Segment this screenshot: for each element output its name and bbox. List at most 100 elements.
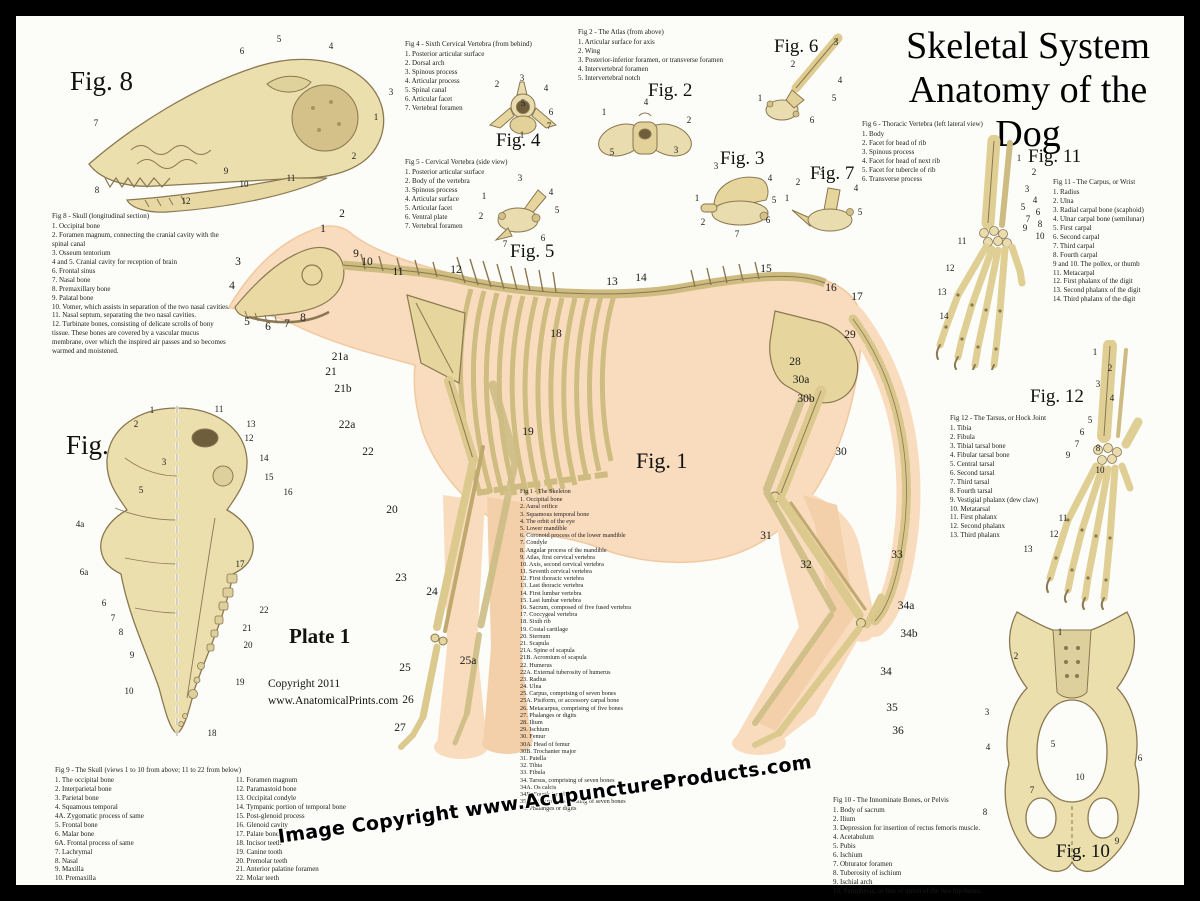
legend-item: 6. Malar bone <box>55 829 95 838</box>
fig5-label: Fig. 5 <box>510 241 555 262</box>
legend-item: 2. Ulna <box>1053 196 1074 205</box>
legend-item: 1. The occipital bone <box>55 775 114 784</box>
legend-item: 3. Spinous process <box>862 147 915 156</box>
legend-item: 4A. Zygomatic process of same <box>55 811 144 820</box>
fig10-pelvis-illustration <box>1004 611 1140 872</box>
copyright-year: Copyright 2011 <box>268 678 341 690</box>
legend-item: 1. Posterior articular surface <box>405 49 485 58</box>
legend-item: 10. Metatarsal <box>950 504 991 513</box>
legend-item: 32. Tibia <box>520 762 543 770</box>
legend-item: 20. Premolar teeth <box>236 856 288 865</box>
fig2-legend-title: Fig 2 - The Atlas (from above) <box>578 28 664 36</box>
legend-item: 5. Central tarsal <box>950 459 995 468</box>
fig7-vertebra-illustration <box>791 187 854 232</box>
legend-item: 18. Incisor teeth <box>236 838 282 847</box>
legend-item: 6. Transverse process <box>862 174 923 183</box>
legend-item: 4. Facet for head of next rib <box>862 156 940 165</box>
legend-item: 6. Second tarsal <box>950 468 995 477</box>
legend-item: 6. Ventral plate <box>405 212 448 221</box>
legend-item: 17. Coccygeal vertebra <box>520 611 578 619</box>
legend-item: 9. Maxilla <box>55 865 84 874</box>
legend-item: 3. Tibial tarsal bone <box>950 441 1006 450</box>
legend-item: 6. Frontal sinus <box>52 266 96 275</box>
legend-item: 22. Humerus <box>520 661 552 669</box>
legend-item: 9. Atlas, first cervical vertebra <box>520 553 595 561</box>
legend-item: 7. Nasal bone <box>52 275 91 284</box>
legend-item: 16. Glenoid cavity <box>236 820 288 829</box>
fig6-vertebra-illustration <box>765 33 843 121</box>
fig9-legend-title: Fig 9 - The Skull (views 1 to 10 from ab… <box>55 766 242 774</box>
legend-item: 4. The orbit of the eye <box>520 517 575 525</box>
legend-item: 1. Posterior articular surface <box>405 167 485 176</box>
legend-item: 12. Paramastoid bone <box>236 784 297 793</box>
legend-item: 26. Metacarpus, comprising of five bones <box>520 704 623 712</box>
legend-item: 31. Patella <box>520 754 547 762</box>
poster-title: Skeletal System Anatomy of the Dog <box>872 24 1184 156</box>
legend-item: 4. Articular process <box>405 76 460 85</box>
legend-item: 2. Ilium <box>833 814 856 823</box>
fig11-label: Fig. 11 <box>1028 146 1082 167</box>
legend-item: 7. Third carpal <box>1053 241 1095 250</box>
legend-item: 2. Body of the vertebra <box>405 176 470 185</box>
fig5-legend-title: Fig 5 - Cervical Vertebra (side view) <box>405 158 508 166</box>
legend-item: 5. Lower mandible <box>520 524 567 532</box>
legend-item: 3. Posterior-inferior foramen, or transv… <box>578 55 724 64</box>
copyright-site: www.AnatomicalPrints.com <box>268 694 399 707</box>
dog-skeleton-bones <box>234 246 911 750</box>
legend-item: 9. Palatal bone <box>52 293 94 302</box>
legend-item: 24. Ulna <box>520 683 542 691</box>
legend-item: 16. Sacrum, composed of five fused verte… <box>520 604 631 611</box>
fig8-label: Fig. 8 <box>70 66 134 96</box>
legend-item: 2. Interparietal bone <box>55 784 112 793</box>
fig1-dog-skeleton-illustration <box>227 225 921 759</box>
fig1-label: Fig. 1 <box>636 448 688 473</box>
legend-item: 29. Ischium <box>520 726 550 734</box>
legend-item: 1. Occipital bone <box>52 221 101 230</box>
legend-item: 34B. Fourth tarsal <box>520 790 565 798</box>
legend-item: 11. Seventh cervical vertebra <box>520 568 592 576</box>
legend-item: 7. Vertebral foramen <box>405 221 463 230</box>
legend-item: 3. Spinous process <box>405 67 458 76</box>
legend-item: 34. Tarsus, comprising of seven bones <box>520 776 615 784</box>
fig9-skull-views-illustration <box>100 406 254 736</box>
fig4-legend: Fig 4 - Sixth Cervical Vertebra (from be… <box>405 40 565 113</box>
legend-item: 4. Acetabulum <box>833 832 874 841</box>
legend-item: 4. Articular surface <box>405 194 459 203</box>
legend-item: 4. Squamous temporal <box>55 802 118 811</box>
legend-item: 19. Canine tooth <box>236 847 283 856</box>
legend-item: 5. Pubis <box>833 841 856 850</box>
legend-item: 14. Third phalanx of the digit <box>1053 295 1136 304</box>
legend-item: 4. Fibular tarsal bone <box>950 450 1010 459</box>
fig2-label: Fig. 2 <box>648 80 693 101</box>
legend-item: 19. Costal cartilage <box>520 625 568 633</box>
legend-item: 2. Dorsal arch <box>405 58 445 67</box>
legend-item: 12. Turbinate bones, consisting of delic… <box>52 320 226 356</box>
legend-item: 21. Scapula <box>520 639 549 647</box>
legend-item: 13. Last thoracic vertebra <box>520 582 584 590</box>
legend-item: 14. Tympanic portion of temporal bone <box>236 802 346 811</box>
legend-item: 1. Occipital bone <box>520 496 563 504</box>
legend-item: 4 and 5. Cranial cavity for reception of… <box>52 257 177 266</box>
poster-title-line2: Anatomy of the Dog <box>908 69 1148 156</box>
legend-item: 13. Occipital condyle <box>236 793 297 802</box>
legend-item: 21. Anterior palatine foramen <box>236 865 319 874</box>
legend-item: 8. Tuberosity of ischium <box>833 868 902 877</box>
legend-item: 3. Squamous temporal bone <box>520 510 590 518</box>
legend-item: 25A. Pisiform, or accessory carpal bone <box>520 697 620 705</box>
fig8-skull-section-illustration <box>88 58 385 213</box>
legend-item: 3. Depression for insertion of rectus fe… <box>833 823 981 832</box>
fig9-legend: Fig 9 - The Skull (views 1 to 10 from ab… <box>55 766 407 883</box>
legend-item: 15. Post-glenoid process <box>236 811 305 820</box>
fig11-legend-title: Fig 11 - The Carpus, or Wrist <box>1053 178 1136 186</box>
legend-item: 8. Fourth carpal <box>1053 250 1098 259</box>
fig12-tarsus-illustration <box>1045 340 1143 610</box>
fig4-vertebra-illustration <box>488 81 558 135</box>
legend-item: 33. Fibula <box>520 769 546 777</box>
legend-item: 7. Vertebral foramen <box>405 103 463 112</box>
legend-item: 7. Condyle <box>520 539 548 547</box>
